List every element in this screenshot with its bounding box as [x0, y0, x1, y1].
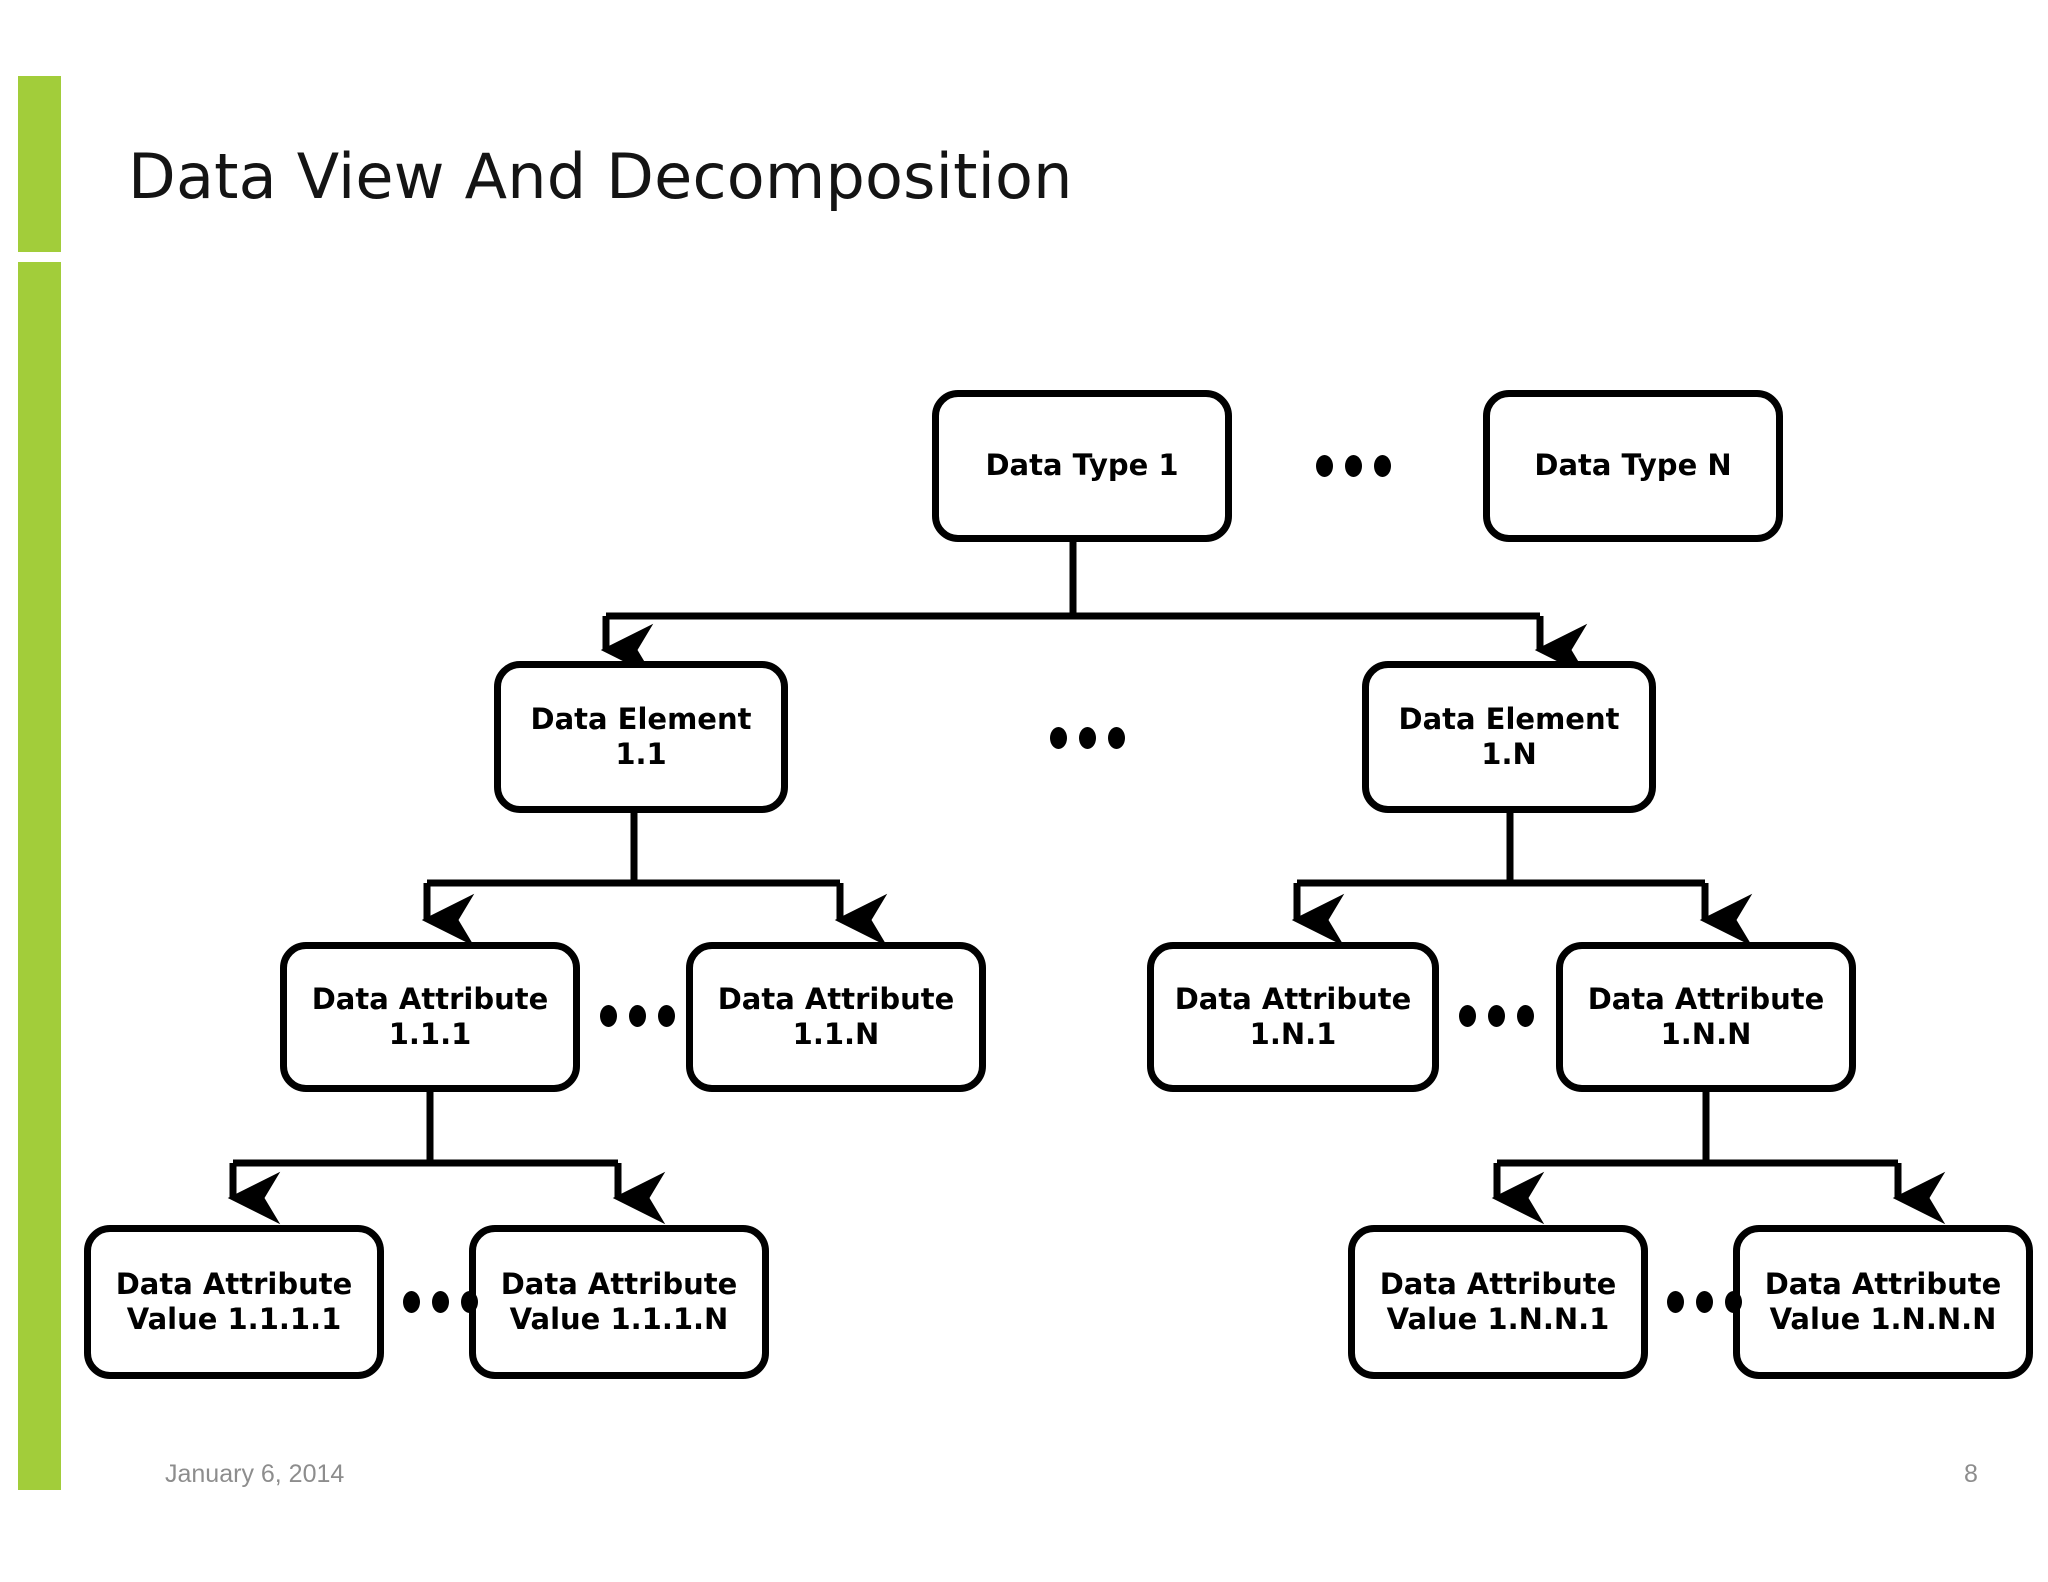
node-data-attribute-1-1-n[interactable]: Data Attribute 1.1.N [686, 942, 986, 1092]
page-title: Data View And Decomposition [128, 140, 1073, 213]
node-label: Data Element 1.1 [530, 701, 752, 771]
node-data-attribute-1-1-1[interactable]: Data Attribute 1.1.1 [280, 942, 580, 1092]
node-label: Data Attribute Value 1.1.1.N [501, 1267, 738, 1338]
node-label-line2: Value 1.1.1.1 [126, 1302, 342, 1336]
node-label-line1: Data Attribute [1587, 981, 1825, 1016]
node-label-line1: Data Attribute [1174, 981, 1412, 1016]
dot-icon [1079, 727, 1096, 749]
node-data-type-n[interactable]: Data Type N [1483, 390, 1783, 542]
dot-icon [1696, 1291, 1713, 1313]
node-data-element-1-n[interactable]: Data Element 1.N [1362, 661, 1656, 813]
node-label-line1: Data Attribute [1764, 1266, 2002, 1301]
dot-icon [600, 1005, 617, 1027]
node-label: Data Type N [1534, 448, 1732, 483]
node-label-line2: 1.N.N [1660, 1017, 1752, 1051]
dot-icon [403, 1291, 420, 1313]
dot-icon [629, 1005, 646, 1027]
dot-icon [1345, 455, 1362, 477]
dot-icon [1374, 455, 1391, 477]
dot-icon [1667, 1291, 1684, 1313]
dot-icon [1725, 1291, 1742, 1313]
node-data-type-1[interactable]: Data Type 1 [932, 390, 1232, 542]
ellipsis-data-attribute-left [600, 1005, 675, 1027]
node-data-attribute-1-n-n[interactable]: Data Attribute 1.N.N [1556, 942, 1856, 1092]
node-label: Data Attribute 1.1.N [718, 982, 955, 1053]
node-label: Data Type 1 [985, 448, 1179, 483]
dot-icon [1517, 1005, 1534, 1027]
node-label: Data Element 1.N [1398, 701, 1620, 771]
ellipsis-value-left [403, 1291, 478, 1313]
dot-icon [1459, 1005, 1476, 1027]
node-label: Data Attribute Value 1.N.N.N [1765, 1267, 2002, 1338]
node-label: Data Attribute Value 1.1.1.1 [116, 1267, 353, 1338]
node-label-line2: Value 1.N.N.N [1769, 1302, 1997, 1336]
ellipsis-data-element [1050, 727, 1125, 749]
ellipsis-value-right [1667, 1291, 1742, 1313]
node-label-line1: Data Attribute [115, 1266, 353, 1301]
node-data-element-1-1[interactable]: Data Element 1.1 [494, 661, 788, 813]
node-label: Data Attribute 1.1.1 [312, 982, 549, 1053]
dot-icon [1050, 727, 1067, 749]
footer-page-number: 8 [1964, 1460, 1978, 1488]
dot-icon [1108, 727, 1125, 749]
node-data-attribute-value-1-1-1-n[interactable]: Data Attribute Value 1.1.1.N [469, 1225, 769, 1379]
node-label: Data Attribute 1.N.1 [1175, 982, 1412, 1053]
footer-date: January 6, 2014 [165, 1460, 345, 1488]
node-data-attribute-1-n-1[interactable]: Data Attribute 1.N.1 [1147, 942, 1439, 1092]
node-label-line2: 1.N.1 [1249, 1017, 1337, 1051]
dot-icon [1488, 1005, 1505, 1027]
node-data-attribute-value-1-1-1-1[interactable]: Data Attribute Value 1.1.1.1 [84, 1225, 384, 1379]
node-label: Data Attribute 1.N.N [1588, 982, 1825, 1053]
node-label-line1: Data Attribute [717, 981, 955, 1016]
ellipsis-data-type [1316, 455, 1391, 477]
node-label-line1: Data Attribute [500, 1266, 738, 1301]
node-label: Data Attribute Value 1.N.N.1 [1380, 1267, 1617, 1338]
ellipsis-data-attribute-right [1459, 1005, 1534, 1027]
dot-icon [461, 1291, 478, 1313]
accent-bar-top [18, 76, 61, 252]
dot-icon [1316, 455, 1333, 477]
node-data-attribute-value-1-n-n-1[interactable]: Data Attribute Value 1.N.N.1 [1348, 1225, 1648, 1379]
node-label-line1: Data Attribute [311, 981, 549, 1016]
node-label-line2: Value 1.N.N.1 [1386, 1302, 1610, 1336]
dot-icon [658, 1005, 675, 1027]
node-label-line2: 1.1.N [792, 1017, 880, 1051]
dot-icon [432, 1291, 449, 1313]
accent-bar-bottom [18, 262, 61, 1490]
node-label-line2: Value 1.1.1.N [509, 1302, 729, 1336]
node-label-line1: Data Attribute [1379, 1266, 1617, 1301]
node-data-attribute-value-1-n-n-n[interactable]: Data Attribute Value 1.N.N.N [1733, 1225, 2033, 1379]
node-label-line2: 1.1.1 [388, 1017, 472, 1051]
